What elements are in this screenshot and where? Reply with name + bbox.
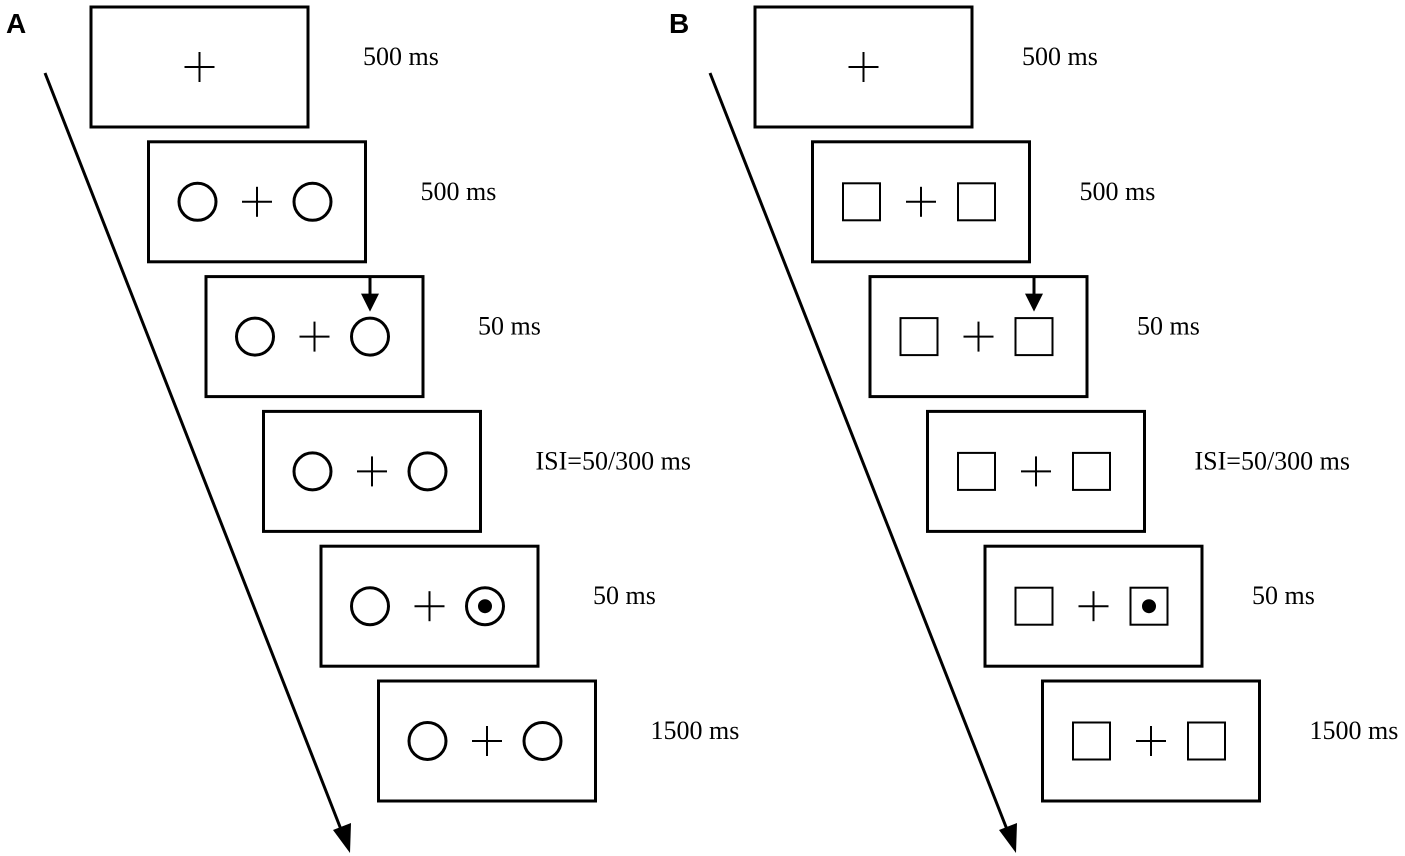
timing-label: 50 ms (1137, 312, 1200, 341)
circle-placeholder-left (235, 316, 275, 357)
target-dot-icon (478, 599, 492, 614)
display-frame: 50 ms (319, 544, 656, 668)
fixation-cross-icon (184, 52, 215, 82)
circle-placeholder-right (292, 181, 333, 222)
fixation-cross-icon (414, 591, 445, 622)
square-placeholder-right (1187, 721, 1226, 761)
cue-arrow-icon (1025, 277, 1043, 312)
timing-label: 50 ms (478, 312, 541, 341)
cue-arrow-icon (361, 277, 379, 312)
frame-sequence-b: 500 ms 500 ms 50 ms ISI=50/300 ms 50 ms 1500 … (753, 5, 1399, 803)
frame-sequence-a: 500 ms 500 ms 50 ms ISI=50/300 ms 50 ms 1500 … (89, 5, 740, 803)
timing-label: ISI=50/300 ms (1195, 446, 1351, 475)
square-placeholder-left (899, 317, 939, 357)
fixation-cross-icon (1136, 726, 1166, 756)
square-placeholder-left (1072, 721, 1111, 761)
square-placeholder-left (1014, 586, 1054, 626)
square-placeholder-right (957, 182, 996, 222)
fixation-cross-icon (906, 186, 936, 217)
time-arrow-a (43, 72, 351, 853)
square-placeholder-right (1014, 317, 1054, 357)
panel-a: A 500 ms 500 ms 50 ms ISI=50/300 ms 50 ms 150… (6, 5, 740, 853)
cue-arrow-head (361, 293, 379, 312)
timing-label: 500 ms (1080, 177, 1156, 206)
time-arrow-line (43, 72, 344, 833)
cue-arrow-head (1025, 293, 1043, 312)
square-placeholder-right (1072, 451, 1111, 491)
display-frame: 500 ms (753, 5, 1098, 129)
display-frame: 50 ms (868, 275, 1200, 399)
fixation-cross-icon (242, 186, 272, 217)
time-arrow-b (708, 72, 1017, 853)
timing-label: 50 ms (1252, 581, 1315, 610)
circle-placeholder-right (350, 316, 390, 357)
panel-label-b: B (669, 8, 689, 39)
display-frame: 1500 ms (377, 679, 740, 803)
display-frame: 1500 ms (1041, 679, 1399, 803)
panel-b: B 500 ms 500 ms 50 ms ISI=50/300 ms 50 ms 150… (669, 5, 1399, 853)
fixation-cross-icon (357, 456, 387, 487)
timing-label: 500 ms (421, 177, 497, 206)
circle-placeholder-left (177, 181, 218, 222)
display-frame: 50 ms (204, 275, 541, 399)
timing-label: 500 ms (363, 42, 439, 71)
display-frame: ISI=50/300 ms (262, 409, 692, 533)
circle-placeholder-left (407, 721, 448, 761)
display-frame: ISI=50/300 ms (926, 409, 1351, 533)
display-frame: 50 ms (983, 544, 1315, 668)
panel-label-a: A (6, 8, 26, 39)
display-frame: 500 ms (89, 5, 439, 129)
fixation-cross-icon (1021, 456, 1051, 487)
circle-placeholder-left (292, 451, 333, 492)
timing-label: 1500 ms (1310, 716, 1399, 745)
fixation-cross-icon (1078, 591, 1109, 622)
circle-placeholder-right (407, 451, 448, 492)
timing-label: 500 ms (1022, 42, 1098, 71)
time-arrow-line (708, 72, 1010, 833)
time-arrow-icon (999, 823, 1017, 853)
circle-placeholder-right (522, 721, 563, 761)
timing-label: ISI=50/300 ms (536, 446, 692, 475)
time-arrow-icon (333, 823, 351, 853)
display-frame: 500 ms (811, 140, 1156, 264)
timing-label: 50 ms (593, 581, 656, 610)
display-frame: 500 ms (147, 140, 497, 264)
square-placeholder-left (957, 451, 996, 491)
target-dot-icon (1142, 599, 1156, 614)
fixation-cross-icon (963, 321, 994, 352)
fixation-cross-icon (848, 52, 879, 82)
fixation-cross-icon (299, 321, 330, 352)
timing-label: 1500 ms (651, 716, 740, 745)
square-placeholder-left (842, 182, 881, 222)
circle-placeholder-left (350, 586, 390, 627)
fixation-cross-icon (472, 726, 502, 756)
